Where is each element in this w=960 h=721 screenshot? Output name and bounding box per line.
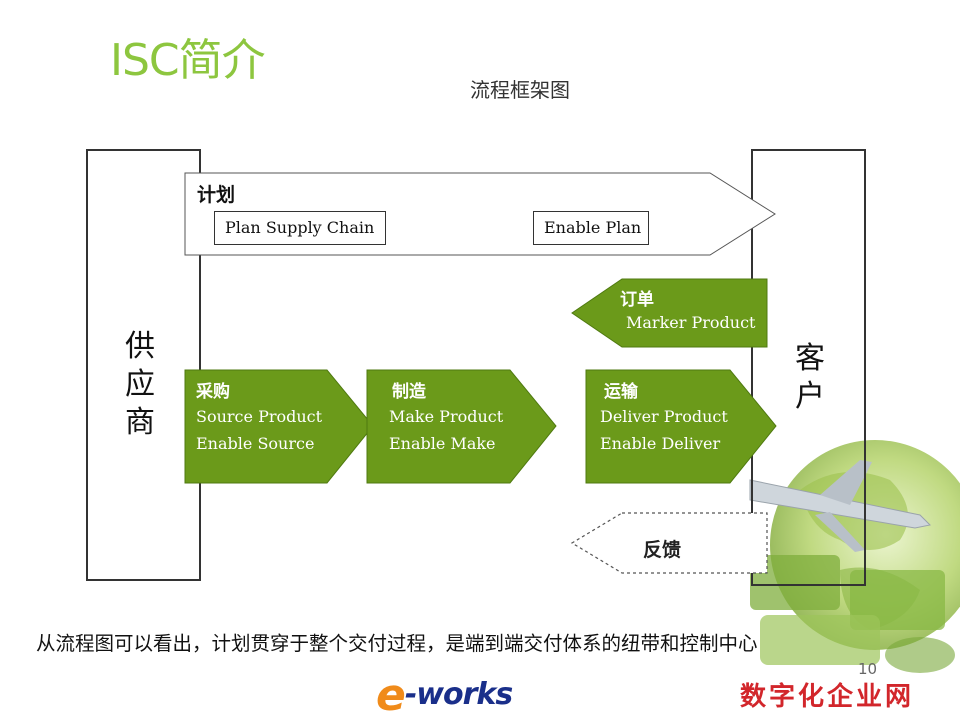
order-arrow	[571, 278, 768, 348]
source-arrow	[184, 369, 374, 484]
supplier-box	[86, 149, 201, 581]
feedback-arrow	[570, 512, 768, 574]
order-title: 订单	[620, 290, 654, 310]
supplier-label: 供 应 商	[120, 328, 160, 442]
deliver-line-2: Enable Deliver	[600, 434, 721, 453]
watermark-text: 数字化企业网	[740, 682, 915, 712]
feedback-label: 反馈	[643, 539, 682, 561]
logo-e: e	[376, 670, 406, 721]
make-line-2: Enable Make	[389, 434, 496, 453]
order-line: Marker Product	[626, 313, 756, 332]
diagram-title: 流程框架图	[470, 78, 570, 102]
deliver-title: 运输	[604, 382, 638, 402]
source-line-2: Enable Source	[196, 434, 315, 453]
plan-title: 计划	[197, 184, 236, 206]
page-number: 10	[858, 660, 878, 678]
customer-box	[751, 149, 866, 586]
deliver-line-1: Deliver Product	[600, 407, 728, 426]
eworks-logo: e-works	[376, 664, 513, 721]
make-arrow	[366, 369, 557, 484]
source-title: 采购	[196, 382, 230, 402]
deliver-arrow	[585, 369, 777, 484]
make-line-1: Make Product	[389, 407, 504, 426]
logo-text: -works	[404, 677, 513, 712]
make-title: 制造	[392, 382, 426, 402]
enable-plan-box: Enable Plan	[533, 211, 649, 245]
slide-title: ISC简介	[110, 35, 266, 86]
source-line-1: Source Product	[196, 407, 323, 426]
plan-supply-chain-box: Plan Supply Chain	[214, 211, 386, 245]
slide-caption: 从流程图可以看出，计划贯穿于整个交付过程，是端到端交付体系的纽带和控制中心	[36, 632, 758, 655]
customer-label-text: 客 户	[795, 341, 825, 414]
customer-label: 客 户	[790, 340, 830, 416]
supplier-label-text: 供 应 商	[125, 329, 155, 440]
